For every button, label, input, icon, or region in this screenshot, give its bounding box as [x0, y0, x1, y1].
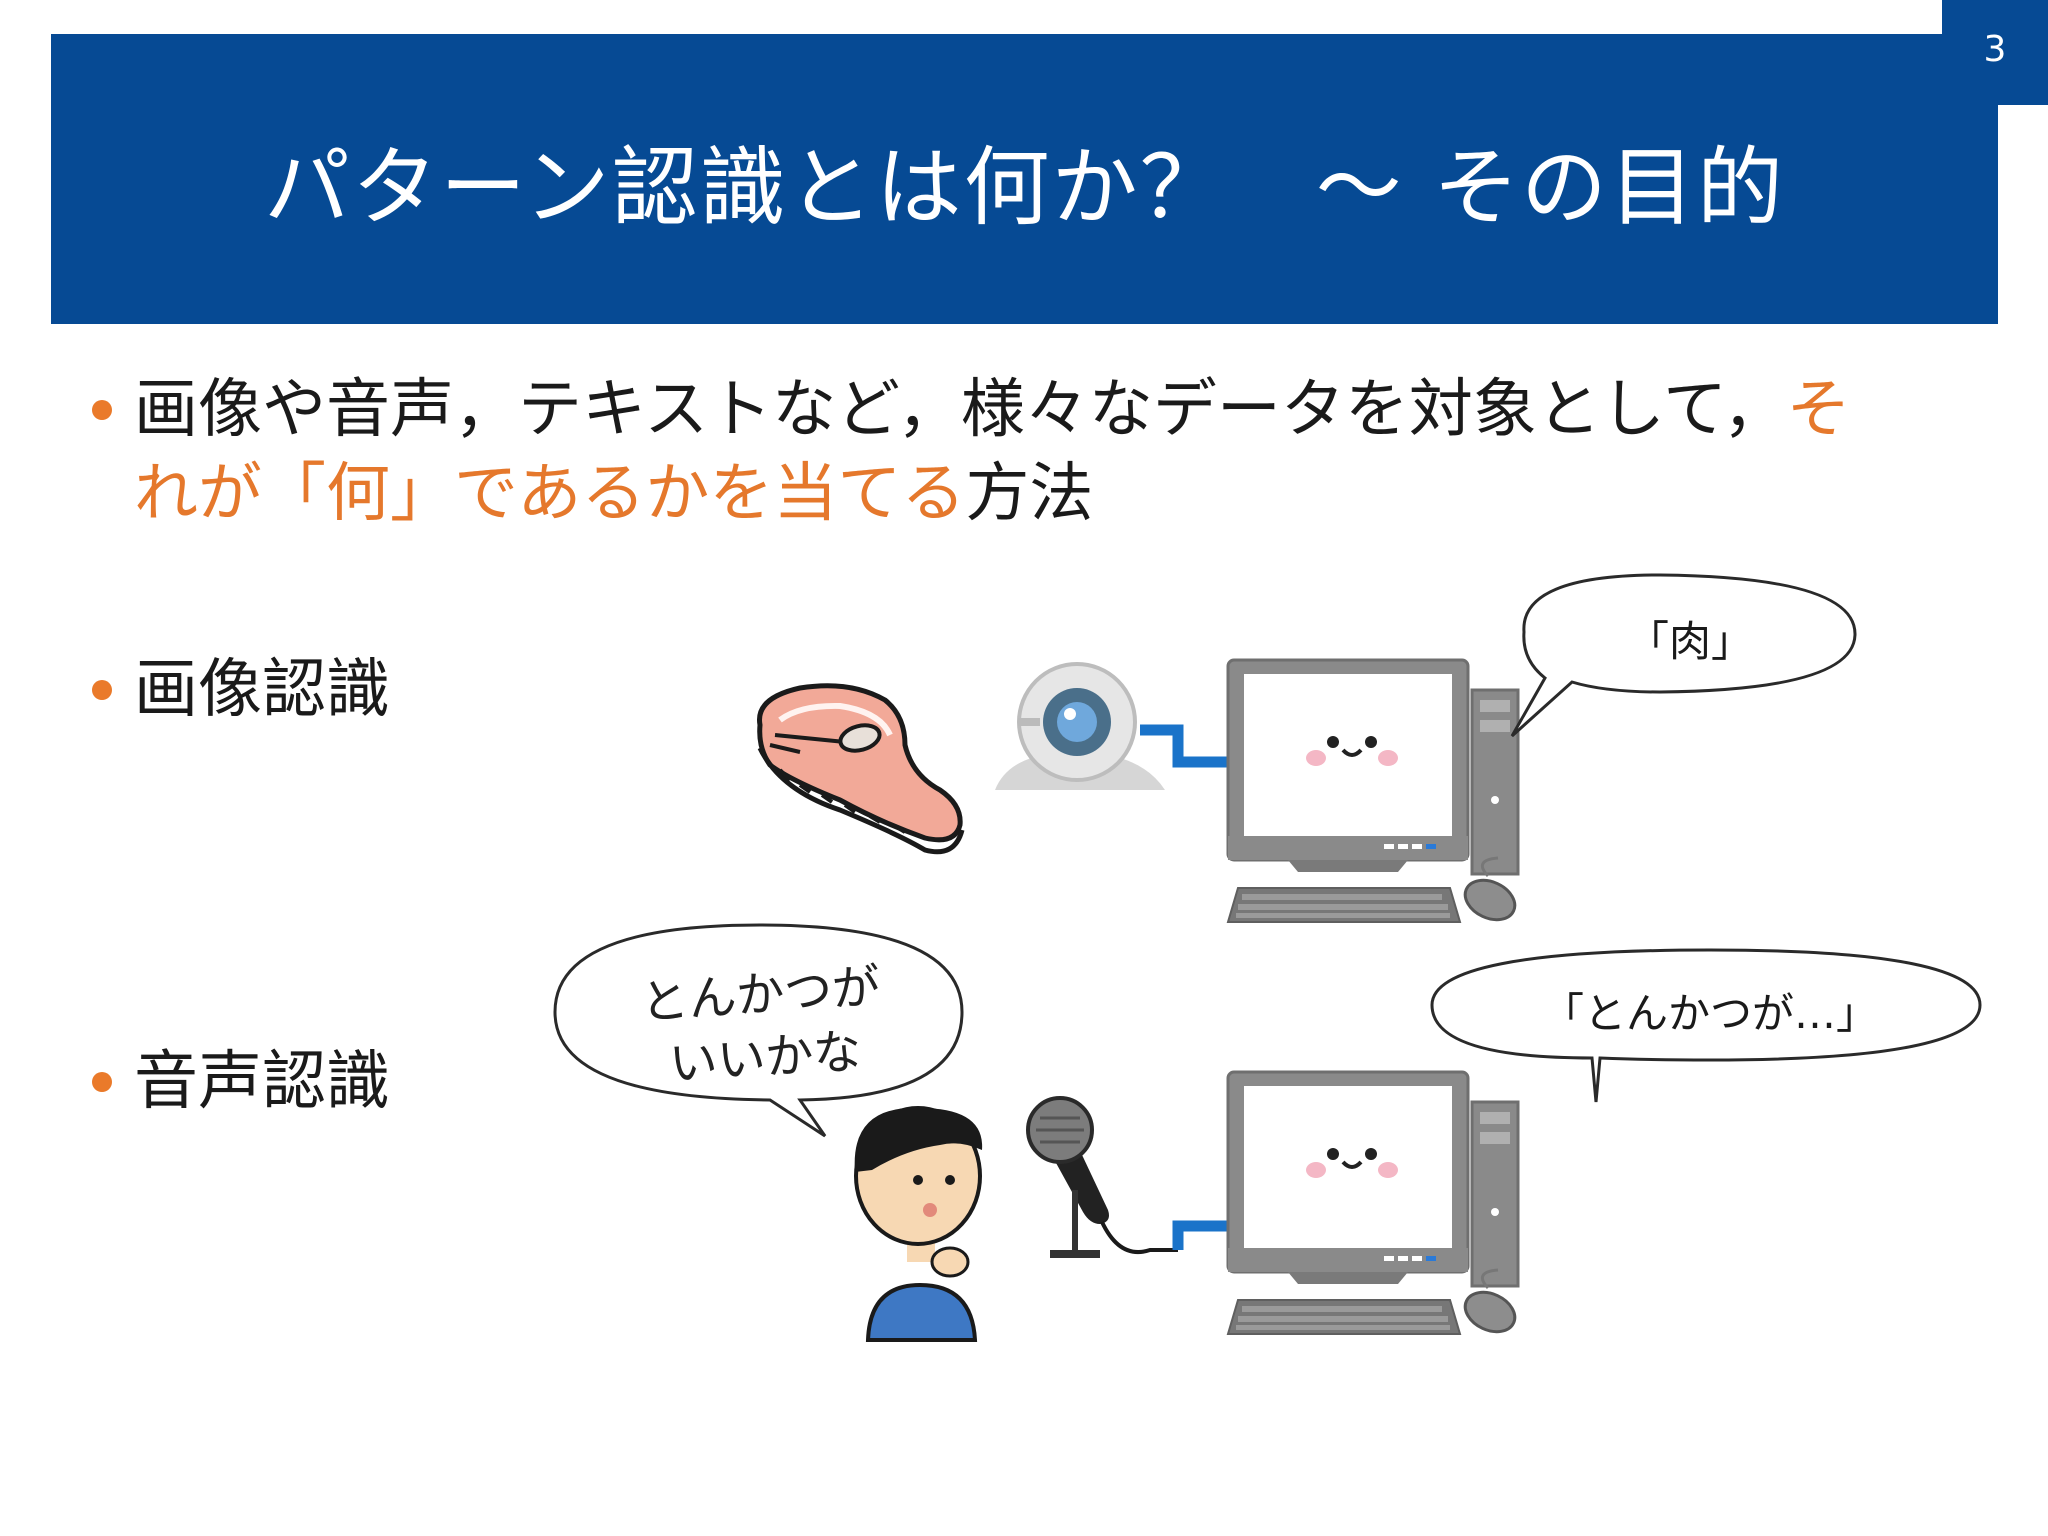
page-number: 3	[1983, 29, 2007, 70]
bullet-dot	[92, 680, 112, 700]
bullet-image-recognition: 画像認識	[92, 648, 390, 732]
slide-title: パターン認識とは何か？ ～ その目的	[263, 137, 1786, 238]
speech-bubble-person	[553, 923, 964, 1138]
bullet-text: 画像認識	[134, 653, 390, 727]
computer-icon	[1226, 658, 1524, 930]
bullet-text: 画像や音声，テキストなど，様々なデータを対象として，それが「何」であるかを当てる…	[134, 373, 1851, 531]
microphone-icon	[1026, 1096, 1178, 1258]
computer-icon	[1226, 1070, 1524, 1342]
bullet-speech-recognition: 音声認識	[92, 1040, 390, 1124]
speech-bubble-image	[1510, 573, 1857, 738]
bullet-definition: 画像や音声，テキストなど，様々なデータを対象として，それが「何」であるかを当てる…	[92, 368, 1892, 536]
title-bar	[51, 34, 1998, 324]
speech-bubble-speech	[1430, 948, 1982, 1103]
bullet-dot	[92, 400, 112, 420]
bubble-text-tonkatsu: 「とんかつが…」	[1541, 989, 1878, 1038]
bubble-text-meat: 「肉」	[1626, 617, 1753, 666]
bullet-dot	[92, 1072, 112, 1092]
highlight-text: それが「何」であるかを当てる	[134, 373, 1851, 531]
page-number-tab	[1942, 0, 2048, 105]
cable	[1172, 1220, 1228, 1250]
cable	[1140, 724, 1228, 768]
person-icon	[854, 1106, 983, 1342]
bullet-text: 音声認識	[134, 1045, 390, 1119]
meat-icon	[757, 683, 965, 855]
webcam-icon	[995, 662, 1165, 790]
